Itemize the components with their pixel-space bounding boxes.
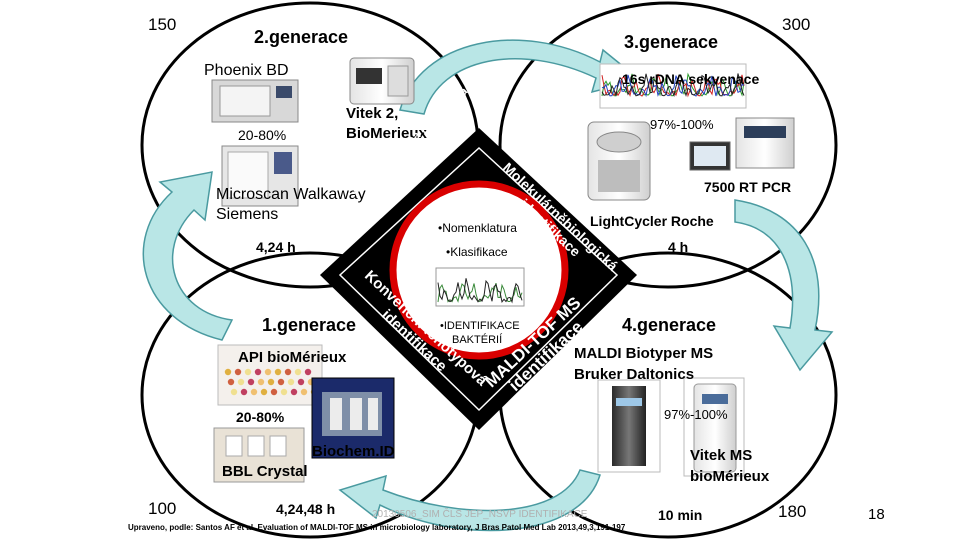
phoenix-instrument-image <box>211 79 299 123</box>
gen2-microscan-label-line1: Microscan Walkaway <box>216 186 366 203</box>
gen3-title: 3.generace <box>624 32 719 52</box>
center-bullet-nomenclature: •Nomenklatura <box>438 221 517 235</box>
sequencing-chromatogram-image <box>599 63 747 109</box>
arrow-gen1-to-gen2 <box>142 171 234 341</box>
microscan-instrument-image <box>221 145 299 207</box>
scale-label-top-right: 300 <box>782 15 811 34</box>
gen2-vitek-label-line1: Vitek 2, <box>346 105 399 122</box>
center-bullet-classification: •Klasifikace <box>446 245 508 259</box>
scale-label-top-left: 150 <box>148 15 177 34</box>
maldi-biotyper-image <box>597 379 661 473</box>
gen4-maldi-label-line1: MALDI Biotyper MS <box>574 345 714 362</box>
center-chromatogram-trace <box>437 278 523 304</box>
gen1-title: 1.generace <box>262 315 357 335</box>
gen1-api-label: API bioMérieux <box>238 349 347 366</box>
gen4-vitekms-label-line1: Vitek MS <box>690 447 753 464</box>
gen1-bbl-label: BBL Crystal <box>222 463 308 480</box>
gen3-circle <box>498 1 838 289</box>
gen1-accuracy: 20-80% <box>236 409 285 425</box>
slide-number: 18 <box>868 506 885 523</box>
center-diamond-inner-border <box>338 146 619 412</box>
pcr-instrument-image <box>689 117 795 171</box>
footer-watermark: 20130506_SIM ČLS JEP_NSVP IDENTIFIKACE <box>372 509 588 520</box>
gen4-title: 4.generace <box>622 315 717 335</box>
gen1-time: 4,24,48 h <box>276 501 336 517</box>
gen4-accuracy: 97%-100% <box>664 407 728 422</box>
vitek-ms-image <box>683 377 745 477</box>
gen3-sequencing-label: 16s rDNA sekvenace <box>622 71 760 87</box>
gen3-pcr-label: 7500 RT PCR <box>704 179 792 195</box>
gen4-maldi-label-line2: Bruker Daltonics <box>574 366 695 383</box>
gen1-biochem-label: Biochem.ID <box>312 443 395 460</box>
gen2-accuracy: 20-80% <box>238 127 287 143</box>
center-bullet-identification-line1: •IDENTIFIKACE <box>440 320 520 332</box>
gen2-title: 2.generace <box>254 27 349 47</box>
biochem-id-image <box>311 377 395 459</box>
gen3-lightcycler-label: LightCycler Roche <box>590 213 714 229</box>
bbl-crystal-image <box>213 427 305 483</box>
gen4-vitekms-label-line2: bioMérieux <box>690 468 770 485</box>
gen2-time: 4,24 h <box>256 239 296 255</box>
arrow-gen3-to-gen4 <box>734 199 834 372</box>
api-strips-image <box>217 344 323 406</box>
vitek2-instrument-image <box>349 57 415 105</box>
gen3-time: 4 h <box>668 239 689 255</box>
center-bullet-identification-line2: BAKTÉRIÍ <box>452 334 503 346</box>
gen4-time: 10 min <box>658 507 703 523</box>
gen2-phoenix-label: Phoenix BD <box>204 62 289 79</box>
arrow-gen4-to-gen1 <box>338 469 601 532</box>
scale-label-bottom-left: 100 <box>148 499 177 518</box>
gen3-accuracy: 97%-100% <box>650 117 714 132</box>
gen2-vitek-label-line2: BioMerieux <box>346 125 427 142</box>
footer-citation: Upraveno, podle: Santos AF et al. Evalua… <box>128 523 626 532</box>
scale-label-bottom-right: 180 <box>778 502 807 521</box>
gen2-microscan-label-line2: Siemens <box>216 206 279 223</box>
lightcycler-instrument-image <box>587 121 651 201</box>
